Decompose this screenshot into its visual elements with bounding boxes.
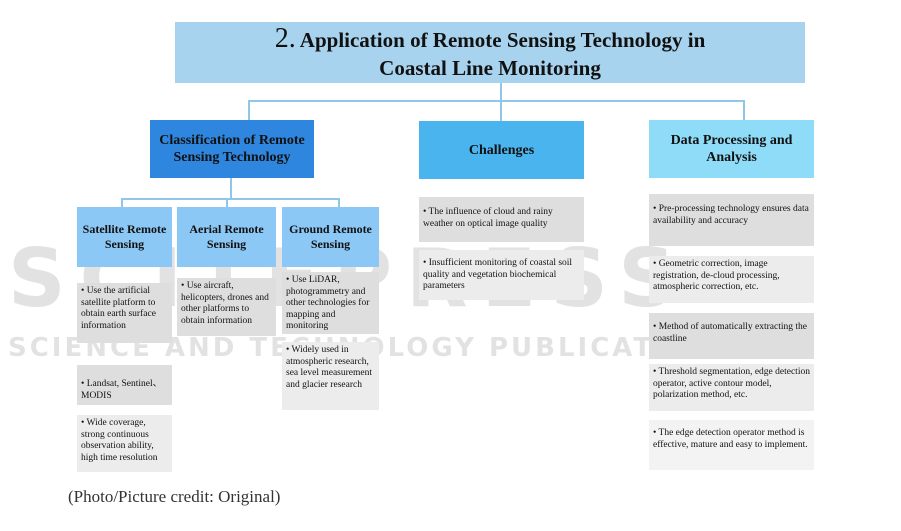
aerial-item-1: • Use aircraft, helicopters, drones and … [177,278,276,336]
branch-data-processing: Data Processing and Analysis [649,120,814,178]
connector-top-bar [248,100,745,102]
satellite-item-1: • Use the artificial satellite platform … [77,283,172,343]
connector-title-down [500,83,502,101]
subbranch-ground: Ground Remote Sensing [282,207,379,267]
diagram-title: 2. Application of Remote Sensing Technol… [175,22,805,83]
subbranch-aerial-label: Aerial Remote Sensing [189,222,264,251]
branch-classification-label: Classification of Remote Sensing Technol… [159,133,305,165]
satellite-item-2: • Landsat, Sentinel、MODIS [77,365,172,405]
data-item-5: • The edge detection operator method is … [649,420,814,470]
subbranch-satellite: Satellite Remote Sensing [77,207,172,267]
data-item-4: • Threshold segmentation, edge detection… [649,364,814,411]
title-line1: Application of Remote Sensing Technology… [299,28,706,52]
branch-data-processing-label: Data Processing and Analysis [670,133,793,165]
connector-satellite [121,198,123,207]
connector-challenges [500,100,502,121]
branch-challenges: Challenges [419,121,584,179]
challenges-item-2: • Insufficient monitoring of coastal soi… [419,250,584,300]
data-item-1: • Pre-processing technology ensures data… [649,194,814,246]
subbranch-aerial: Aerial Remote Sensing [177,207,276,267]
satellite-item-3: • Wide coverage, strong continuous obser… [77,415,172,472]
connector-classification [248,100,250,120]
subbranch-ground-label: Ground Remote Sensing [289,222,372,251]
ground-item-1: • Use LiDAR, photogrammetry and other te… [282,272,379,334]
connector-aerial [226,198,228,207]
connector-ground [338,198,340,207]
connector-class-down [230,178,232,200]
branch-classification: Classification of Remote Sensing Technol… [150,120,314,178]
ground-item-2: • Widely used in atmospheric research, s… [282,342,379,410]
challenges-item-1: • The influence of cloud and rainy weath… [419,197,584,242]
connector-sub-bar [121,198,340,200]
title-number: 2. [274,23,296,54]
data-item-3: • Method of automatically extracting the… [649,313,814,359]
branch-challenges-label: Challenges [468,142,535,158]
data-item-2: • Geometric correction, image registrati… [649,256,814,303]
connector-data [743,100,745,120]
subbranch-satellite-label: Satellite Remote Sensing [82,222,167,251]
photo-credit: (Photo/Picture credit: Original) [68,487,281,506]
title-line2: Coastal Line Monitoring [379,56,601,80]
